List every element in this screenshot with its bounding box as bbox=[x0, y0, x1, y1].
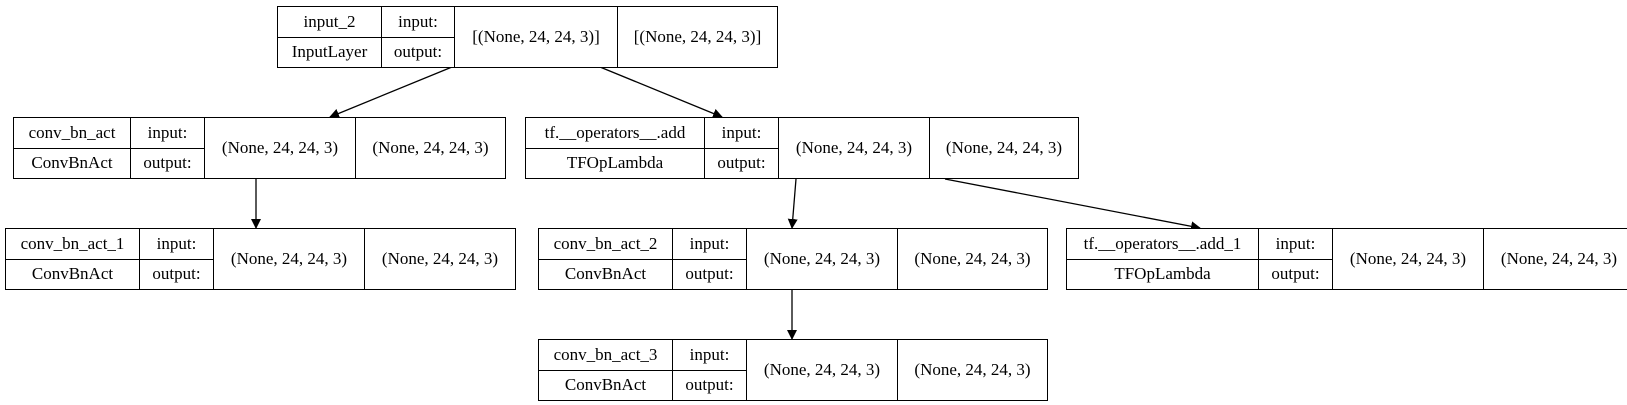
output-label: output: bbox=[382, 36, 454, 68]
node-conv_bn_act_3: conv_bn_act_3 ConvBnAct input: output: (… bbox=[538, 339, 1048, 401]
input-shape: (None, 24, 24, 3) bbox=[1349, 249, 1467, 268]
node-type: ConvBnAct bbox=[14, 147, 130, 179]
output-label: output: bbox=[705, 147, 778, 179]
input-shape: (None, 24, 24, 3) bbox=[221, 138, 339, 157]
node-conv_bn_act_2: conv_bn_act_2 ConvBnAct input: output: (… bbox=[538, 228, 1048, 290]
node-type: TFOpLambda bbox=[1067, 258, 1258, 290]
node-input_2: input_2 InputLayer input: output: [(None… bbox=[277, 6, 778, 68]
node-type: InputLayer bbox=[278, 36, 381, 68]
output-label: output: bbox=[140, 258, 213, 290]
node-name: input_2 bbox=[303, 11, 356, 31]
node-name: tf.__operators__.add bbox=[544, 122, 686, 142]
input-shape: (None, 24, 24, 3) bbox=[230, 249, 348, 268]
node-tf_add_1: tf.__operators__.add_1 TFOpLambda input:… bbox=[1066, 228, 1627, 290]
node-name: tf.__operators__.add_1 bbox=[1083, 233, 1242, 253]
node-type: ConvBnAct bbox=[539, 369, 672, 401]
output-shape: (None, 24, 24, 3) bbox=[914, 249, 1031, 268]
node-conv_bn_act_1: conv_bn_act_1 ConvBnAct input: output: (… bbox=[5, 228, 516, 290]
input-label: input: bbox=[147, 122, 188, 142]
input-shape: (None, 24, 24, 3) bbox=[763, 360, 881, 379]
input-label: input: bbox=[398, 11, 438, 31]
output-shape: (None, 24, 24, 3) bbox=[914, 360, 1031, 379]
node-conv_bn_act: conv_bn_act ConvBnAct input: output: (No… bbox=[13, 117, 506, 179]
node-type: TFOpLambda bbox=[526, 147, 704, 179]
input-label: input: bbox=[1275, 233, 1316, 253]
output-label: output: bbox=[673, 369, 746, 401]
input-label: input: bbox=[156, 233, 197, 253]
output-shape: (None, 24, 24, 3) bbox=[1500, 249, 1618, 268]
node-name: conv_bn_act_1 bbox=[20, 233, 125, 253]
node-type: ConvBnAct bbox=[6, 258, 139, 290]
output-label: output: bbox=[673, 258, 746, 290]
input-label: input: bbox=[721, 122, 762, 142]
edge-input_2-tf_add bbox=[599, 66, 723, 119]
output-shape: (None, 24, 24, 3) bbox=[381, 249, 499, 268]
output-label: output: bbox=[1259, 258, 1332, 290]
output-label: output: bbox=[131, 147, 204, 179]
input-label: input: bbox=[689, 233, 730, 253]
input-label: input: bbox=[689, 344, 730, 364]
input-shape: (None, 24, 24, 3) bbox=[763, 249, 881, 268]
input-shape: [(None, 24, 24, 3)] bbox=[472, 27, 600, 46]
node-name: conv_bn_act_2 bbox=[553, 233, 658, 253]
output-shape: (None, 24, 24, 3) bbox=[372, 138, 489, 157]
node-type: ConvBnAct bbox=[539, 258, 672, 290]
node-name: conv_bn_act bbox=[28, 122, 116, 142]
node-tf_add: tf.__operators__.add TFOpLambda input: o… bbox=[525, 117, 1079, 179]
output-shape: (None, 24, 24, 3) bbox=[945, 138, 1063, 157]
input-shape: (None, 24, 24, 3) bbox=[795, 138, 913, 157]
edge-tf_add-conv_bn_act_2 bbox=[787, 178, 798, 229]
output-shape: [(None, 24, 24, 3)] bbox=[633, 27, 762, 46]
edge-input_2-conv_bn_act bbox=[329, 66, 453, 119]
edge-tf_add-tf_add_1 bbox=[944, 178, 1201, 232]
node-name: conv_bn_act_3 bbox=[553, 344, 658, 364]
